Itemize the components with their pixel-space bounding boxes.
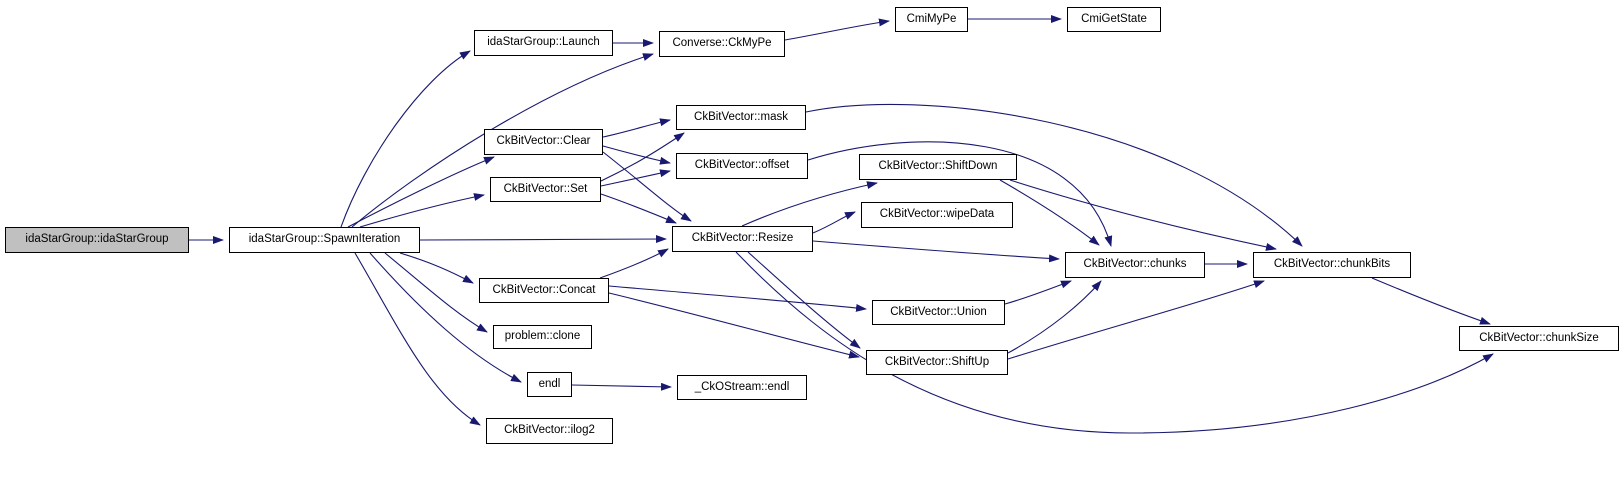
edge-spawn-resize bbox=[419, 235, 667, 244]
graph-node-chunks[interactable]: CkBitVector::chunks bbox=[1065, 252, 1205, 278]
graph-node-union[interactable]: CkBitVector::Union bbox=[872, 300, 1005, 325]
graph-node-ckostream[interactable]: _CkOStream::endl bbox=[677, 375, 807, 400]
edge-shiftdown-chunkbits bbox=[1009, 179, 1277, 251]
graph-node-offset[interactable]: CkBitVector::offset bbox=[676, 153, 808, 179]
graph-node-shiftup[interactable]: CkBitVector::ShiftUp bbox=[866, 350, 1008, 375]
graph-node-spawn[interactable]: idaStarGroup::SpawnIteration bbox=[229, 227, 420, 253]
graph-node-cmimype[interactable]: CmiMyPe bbox=[895, 7, 968, 32]
graph-node-cmigetstate[interactable]: CmiGetState bbox=[1067, 7, 1161, 32]
graph-node-mask[interactable]: CkBitVector::mask bbox=[676, 105, 806, 130]
edge-mask-chunkbits bbox=[805, 103, 1303, 247]
edge-spawn-concat bbox=[399, 252, 474, 284]
edge-resize-chunks bbox=[812, 240, 1060, 263]
edge-shiftdown-chunks bbox=[999, 179, 1100, 246]
edge-ckmype-cmimype bbox=[784, 18, 890, 41]
edge-endl-ckostream bbox=[571, 382, 672, 391]
edge-union-chunks bbox=[1004, 280, 1072, 305]
edge-spawn-clone bbox=[384, 252, 488, 333]
graph-node-shiftdown[interactable]: CkBitVector::ShiftDown bbox=[859, 154, 1017, 180]
graph-node-resize[interactable]: CkBitVector::Resize bbox=[672, 226, 813, 252]
graph-node-ilog2[interactable]: CkBitVector::ilog2 bbox=[486, 418, 613, 444]
graph-node-ckmype[interactable]: Converse::CkMyPe bbox=[659, 31, 785, 57]
edge-offset-chunks bbox=[807, 141, 1113, 247]
graph-node-chunkbits[interactable]: CkBitVector::chunkBits bbox=[1253, 252, 1411, 278]
edge-spawn-ilog2 bbox=[354, 252, 481, 426]
edge-set-offset bbox=[600, 169, 671, 187]
edge-spawn-launch bbox=[340, 50, 471, 228]
edge-set-mask bbox=[600, 132, 685, 182]
edge-concat-union bbox=[608, 285, 867, 312]
graph-node-clear[interactable]: CkBitVector::Clear bbox=[484, 129, 603, 155]
edge-resize-shiftup bbox=[747, 251, 861, 349]
edge-clear-resize bbox=[602, 151, 692, 222]
graph-node-launch[interactable]: idaStarGroup::Launch bbox=[474, 30, 613, 56]
edge-concat-shiftup bbox=[608, 292, 860, 359]
edge-spawn-clear bbox=[347, 156, 495, 228]
edge-resize-chunksize bbox=[735, 251, 1494, 434]
edge-chunkbits-chunksize bbox=[1371, 277, 1491, 325]
graph-node-wipedata[interactable]: CkBitVector::wipeData bbox=[861, 202, 1013, 228]
graph-node-concat[interactable]: CkBitVector::Concat bbox=[479, 278, 609, 303]
edge-spawn-set bbox=[359, 193, 485, 228]
graph-node-ctor: idaStarGroup::idaStarGroup bbox=[5, 227, 189, 253]
edge-concat-resize bbox=[599, 248, 669, 279]
graph-node-clone[interactable]: problem::clone bbox=[493, 325, 592, 349]
graph-node-chunksize[interactable]: CkBitVector::chunkSize bbox=[1459, 326, 1619, 351]
graph-node-set[interactable]: CkBitVector::Set bbox=[490, 177, 601, 202]
edge-resize-wipedata bbox=[812, 211, 856, 234]
edge-clear-mask bbox=[602, 118, 671, 138]
edge-shiftup-chunks bbox=[1007, 280, 1102, 354]
graph-node-endl[interactable]: endl bbox=[527, 372, 572, 397]
edge-set-resize bbox=[600, 193, 677, 224]
edge-resize-shiftdown bbox=[741, 181, 878, 227]
edge-spawn-endl bbox=[369, 252, 522, 383]
edge-shiftup-chunkbits bbox=[1007, 280, 1265, 360]
edge-clear-offset bbox=[602, 145, 671, 165]
